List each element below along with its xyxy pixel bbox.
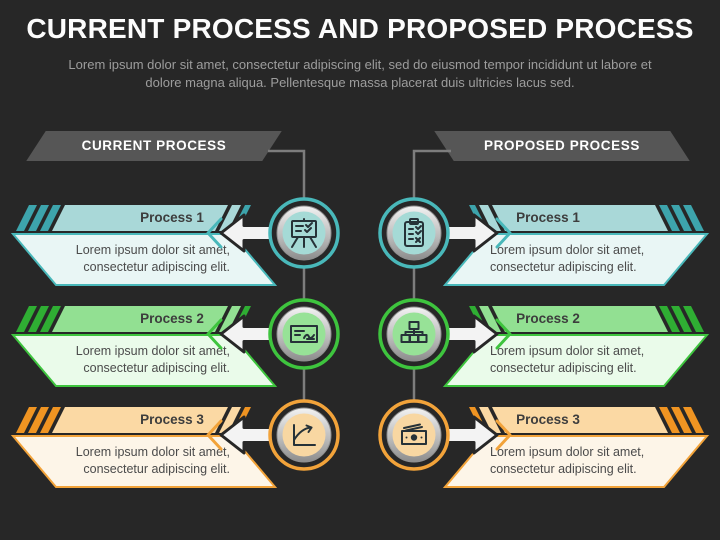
process-title: Process 2 xyxy=(140,311,204,326)
process-row-shape xyxy=(10,306,278,387)
process-title: Process 3 xyxy=(516,412,580,427)
chevron-right-icon xyxy=(495,318,512,350)
process-description: Lorem ipsum dolor sit amet, consectetur … xyxy=(75,445,230,476)
process-description: Lorem ipsum dolor sit amet, consectetur … xyxy=(75,243,230,274)
proposed-node-2 xyxy=(378,298,512,370)
process-row-shape xyxy=(10,205,278,286)
proposed-node-1 xyxy=(378,197,512,269)
presentation-board-icon xyxy=(291,218,317,248)
chevron-left-icon xyxy=(206,217,223,249)
process-title: Process 1 xyxy=(140,210,204,225)
cheque-icon xyxy=(290,325,318,343)
current-node-1 xyxy=(206,197,340,269)
current-process-row-2: Process 2 Lorem ipsum dolor sit amet, co… xyxy=(0,306,290,388)
chevron-right-icon xyxy=(495,217,512,249)
slide-subtitle: Lorem ipsum dolor sit amet, consectetur … xyxy=(68,57,652,90)
org-chart-icon xyxy=(400,321,428,343)
clipboard-checklist-icon xyxy=(404,218,424,247)
proposed-node-3 xyxy=(378,399,512,471)
process-description: Lorem ipsum dolor sit amet, consectetur … xyxy=(490,445,645,476)
process-title: Process 3 xyxy=(140,412,204,427)
proposed-process-row-3: Process 3 Lorem ipsum dolor sit amet, co… xyxy=(430,407,720,489)
process-description: Lorem ipsum dolor sit amet, consectetur … xyxy=(75,344,230,375)
current-node-3 xyxy=(206,399,340,471)
growth-chart-icon xyxy=(293,424,316,446)
proposed-process-row-1: Process 1 Lorem ipsum dolor sit amet, co… xyxy=(430,205,720,287)
chevron-left-icon xyxy=(206,419,223,451)
process-title: Process 2 xyxy=(516,311,580,326)
process-row-shape xyxy=(442,205,710,286)
page-title: CURRENT PROCESS AND PROPOSED PROCESS xyxy=(26,13,694,44)
money-icon xyxy=(401,423,427,445)
current-node-2 xyxy=(206,298,340,370)
process-row-shape xyxy=(442,407,710,488)
chevron-right-icon xyxy=(495,419,512,451)
process-description: Lorem ipsum dolor sit amet, consectetur … xyxy=(490,344,645,375)
current-process-row-1: Process 1 Lorem ipsum dolor sit amet, co… xyxy=(0,205,290,287)
process-description: Lorem ipsum dolor sit amet, consectetur … xyxy=(490,243,645,274)
process-title: Process 1 xyxy=(516,210,580,225)
chevron-left-icon xyxy=(206,318,223,350)
current-process-row-3: Process 3 Lorem ipsum dolor sit amet, co… xyxy=(0,407,290,489)
